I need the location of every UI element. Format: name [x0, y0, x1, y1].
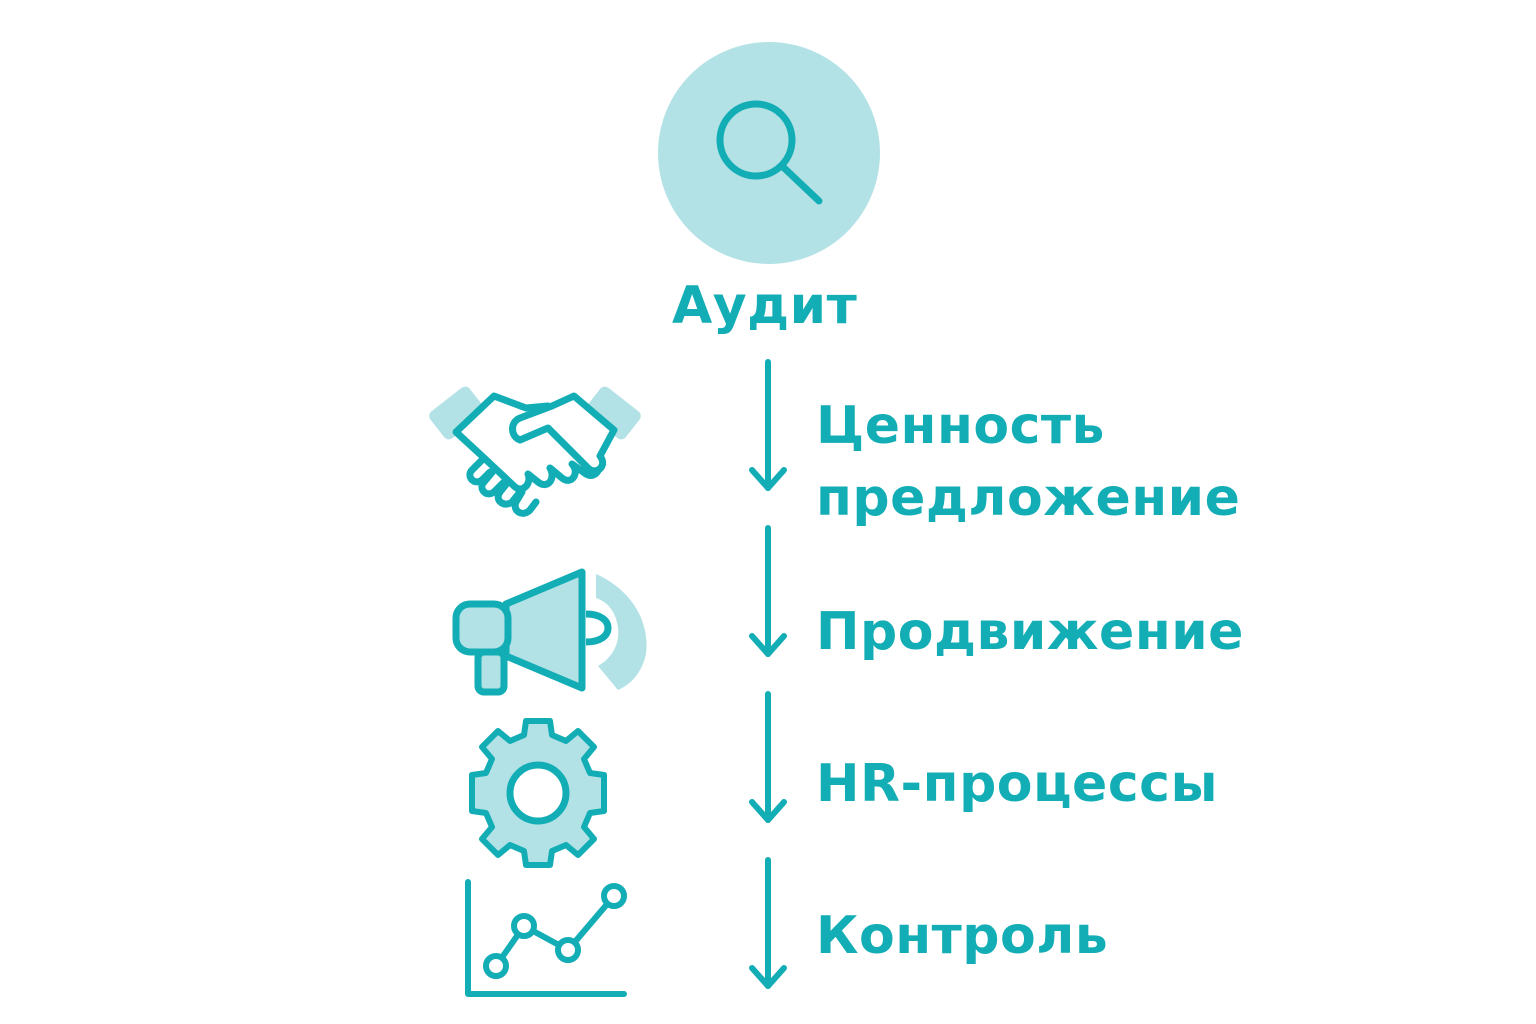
promotion-label: Продвижение — [816, 602, 1244, 662]
arrow-down-icon — [749, 525, 787, 657]
value-proposition-label-line1: Ценность — [816, 396, 1105, 456]
value-proposition-label-line2: предложение — [816, 468, 1241, 528]
line-chart-icon — [465, 879, 627, 997]
megaphone-icon — [452, 568, 647, 696]
hr-processes-label: HR-процессы — [816, 754, 1218, 814]
gear-icon — [469, 718, 607, 868]
arrow-down-icon — [749, 359, 787, 491]
control-label: Контроль — [816, 906, 1109, 966]
arrow-down-icon — [749, 691, 787, 823]
search-icon — [658, 42, 880, 264]
handshake-icon — [429, 386, 641, 517]
audit-label: Аудит — [672, 276, 858, 336]
arrow-down-icon — [749, 857, 787, 989]
